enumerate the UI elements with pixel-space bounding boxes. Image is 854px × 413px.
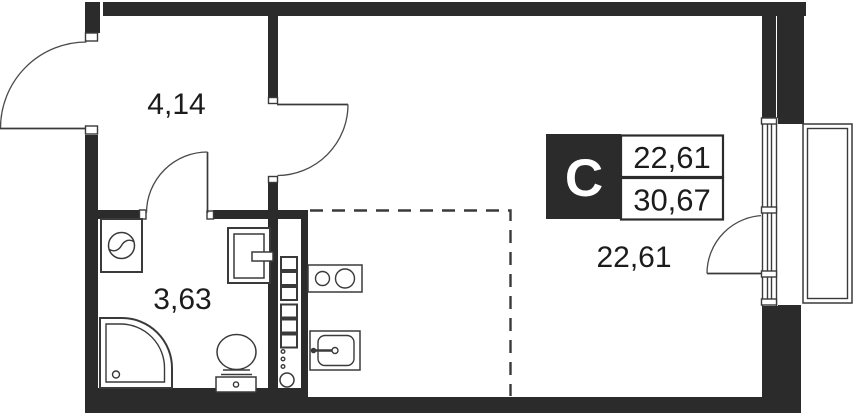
kitchen-sink-faucet-base (310, 347, 317, 354)
cabinet-cell (280, 286, 298, 301)
window-tick-bottom (760, 298, 778, 306)
cooktop-icon (307, 264, 363, 293)
duct-cabinet-column-icon (279, 256, 298, 388)
window-pier-lower (762, 305, 801, 413)
pipe-dot (280, 364, 286, 370)
living-area-value: 22,61 (633, 140, 711, 175)
pipe-dot (280, 356, 286, 362)
shower-drain (111, 370, 121, 379)
hall-divider-wall-upper (268, 16, 278, 98)
kitchen-sink-icon (309, 330, 361, 371)
toilet-icon (215, 333, 257, 393)
window-tick-door-top (760, 206, 778, 214)
vanity-faucet (251, 251, 274, 262)
unit-type-label: С (565, 149, 603, 208)
bathroom-door-arc (145, 151, 208, 214)
bathroom-door (145, 151, 209, 214)
balcony-glazing-inner (806, 127, 849, 300)
hall-door-jamb-bottom (267, 175, 279, 184)
toilet-tank (215, 376, 257, 393)
toilet-tank-button (232, 381, 240, 388)
balcony-glazing-outer (802, 123, 853, 304)
entry-door-arc (0, 41, 87, 129)
entry-jamb-bottom (84, 125, 99, 135)
hall-door (277, 103, 349, 177)
balcony-door-arc (706, 214, 766, 274)
window-pier-upper-right (777, 15, 804, 124)
entry-wall-stub (85, 2, 100, 33)
entry-jamb-top (84, 32, 99, 42)
cabinet-cell (280, 318, 298, 334)
bathroom-top-wall-left (98, 210, 140, 219)
cabinet-cell (280, 333, 298, 349)
kitchen-zone-dashed-boundary (310, 209, 512, 396)
cabinet-cell (280, 271, 298, 286)
balcony-glazing (802, 123, 853, 304)
window-pier-upper-left (762, 15, 776, 118)
pipe-riser (279, 372, 295, 388)
left-wall (85, 135, 98, 398)
duct-right-wall (301, 219, 308, 398)
unit-type-badge (546, 134, 621, 219)
door-jambs (84, 32, 279, 220)
bathroom-door-jamb-left (138, 209, 147, 220)
entry-door (0, 41, 87, 130)
balcony-door (706, 214, 766, 275)
washing-machine-drum-curve (109, 239, 134, 252)
total-area-cell (619, 176, 725, 221)
shower-tray-outer (99, 317, 173, 389)
cooktop-burner-small (314, 270, 331, 287)
window-tick-top (760, 117, 778, 125)
hall-door-jamb-top (267, 96, 279, 105)
bathroom-door-jamb-right (206, 210, 215, 220)
living-area-cell (619, 134, 725, 179)
hallway-area-label: 4,14 (147, 88, 205, 121)
sink-vanity-icon (227, 227, 274, 284)
window-tick-door-bottom (760, 270, 778, 278)
shower-tray-inner (105, 323, 166, 383)
cooktop-burner-large (334, 268, 356, 289)
washing-machine-icon (100, 218, 143, 273)
kitchen-sink-faucet-head (331, 346, 339, 355)
cabinet-cell (280, 303, 298, 319)
toilet-seat-lines (221, 369, 252, 376)
hall-divider-wall-lower (268, 183, 278, 398)
bottom-wall (85, 397, 801, 413)
toilet-bowl (216, 333, 257, 371)
cabinet-cell (280, 256, 298, 271)
window-assembly (760, 117, 778, 306)
walls (85, 2, 806, 413)
bathroom-top-wall-right (213, 210, 308, 219)
shower-icon (99, 317, 173, 389)
hall-door-arc (277, 104, 349, 177)
top-wall (103, 2, 806, 16)
bathroom-bottom-wall (98, 388, 301, 397)
total-area-value: 30,67 (633, 183, 711, 218)
bathroom-area-label: 3,63 (153, 283, 211, 316)
pipe-dot (280, 349, 286, 355)
living-room-area-label: 22,61 (596, 241, 671, 274)
unit-info-box: С 22,61 30,67 (546, 134, 725, 221)
